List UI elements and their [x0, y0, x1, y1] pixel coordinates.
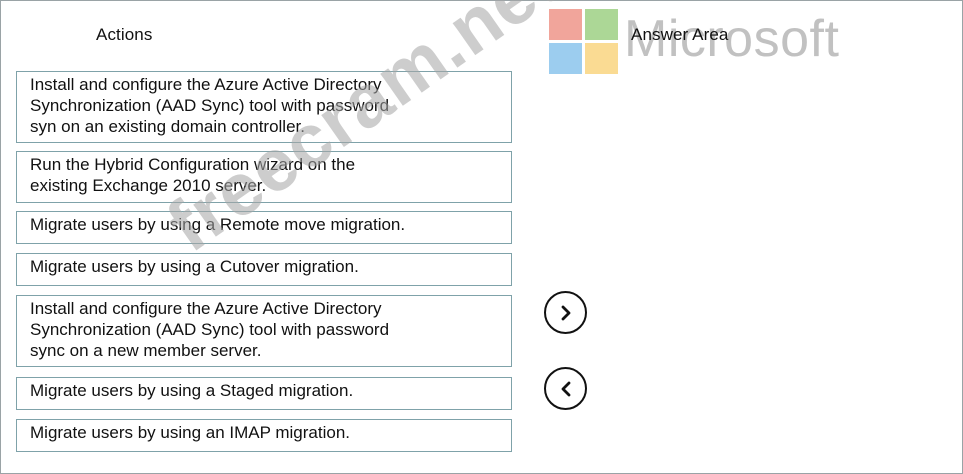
actions-heading: Actions	[96, 25, 153, 44]
action-item-staged-migration[interactable]: Migrate users by using a Staged migratio…	[16, 377, 512, 410]
action-item-hybrid-configuration[interactable]: Run the Hybrid Configuration wizard on t…	[16, 151, 512, 203]
action-item-imap-migration[interactable]: Migrate users by using an IMAP migration…	[16, 419, 512, 452]
microsoft-wordmark: Microsoft	[624, 10, 840, 68]
action-item-aad-sync-member-server[interactable]: Install and configure the Azure Active D…	[16, 295, 512, 367]
move-right-button[interactable]	[544, 291, 587, 334]
action-item-cutover-migration[interactable]: Migrate users by using a Cutover migrati…	[16, 253, 512, 286]
answer-area-heading: Answer Area	[631, 25, 729, 44]
chevron-left-icon	[561, 381, 570, 396]
action-item-remote-move-migration[interactable]: Migrate users by using a Remote move mig…	[16, 211, 512, 244]
chevron-right-icon	[561, 305, 570, 320]
action-item-aad-sync-existing-dc[interactable]: Install and configure the Azure Active D…	[16, 71, 512, 143]
move-left-button[interactable]	[544, 367, 587, 410]
microsoft-logo	[549, 9, 619, 75]
